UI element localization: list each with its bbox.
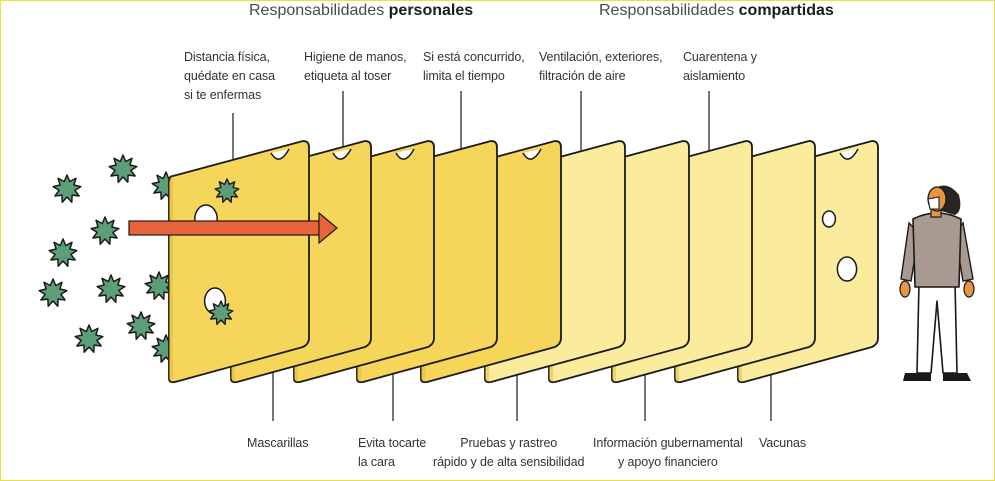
virus-icon — [108, 154, 138, 183]
label-limit-time: Si está concurrido, limita el tiempo — [423, 50, 525, 83]
label-vaccines: Vacunas — [759, 436, 807, 450]
virus-icon — [90, 216, 120, 245]
sweater — [912, 212, 962, 288]
virus-icon — [214, 178, 240, 203]
person-figure — [899, 185, 975, 381]
virus-icon — [96, 274, 126, 303]
label-masks: Mascarillas — [247, 436, 309, 450]
infection-arrow — [128, 220, 322, 236]
cheese-hole — [836, 256, 858, 282]
header-shared: Responsabilidades compartidas — [599, 2, 834, 19]
virus-icon — [52, 174, 82, 203]
shoe-icon — [903, 373, 931, 381]
hand-icon — [963, 280, 975, 298]
virus-icon — [144, 271, 174, 300]
label-quarantine: Cuarentena y aislamiento — [683, 50, 757, 83]
cheese-slice — [168, 140, 310, 384]
label-avoid-touching-face: Evita tocarte la cara — [358, 436, 427, 469]
virus-icon — [126, 311, 156, 340]
shoe-icon — [943, 373, 971, 381]
header-personal: Responsabilidades personales — [249, 2, 474, 19]
virus-cluster — [38, 154, 181, 363]
hand-icon — [899, 280, 911, 298]
label-physical-distance: Distancia física, quédate en casa si te … — [184, 50, 275, 102]
virus-icon — [38, 278, 68, 307]
virus-icon — [48, 238, 78, 267]
cheese-slices — [128, 140, 879, 384]
virus-icon — [208, 300, 234, 325]
label-government-info: Información gubernamental y apoyo financ… — [593, 436, 743, 469]
cheese-hole — [821, 210, 837, 228]
face-mask-icon — [927, 196, 940, 210]
label-testing-tracing: Pruebas y rastreo rápido y de alta sensi… — [433, 436, 585, 469]
arrow-head-icon — [318, 211, 338, 245]
label-hand-hygiene: Higiene de manos, etiqueta al toser — [304, 50, 407, 83]
virus-icon — [74, 324, 104, 353]
trousers — [916, 282, 958, 374]
label-ventilation: Ventilación, exteriores, filtración de a… — [539, 50, 663, 83]
